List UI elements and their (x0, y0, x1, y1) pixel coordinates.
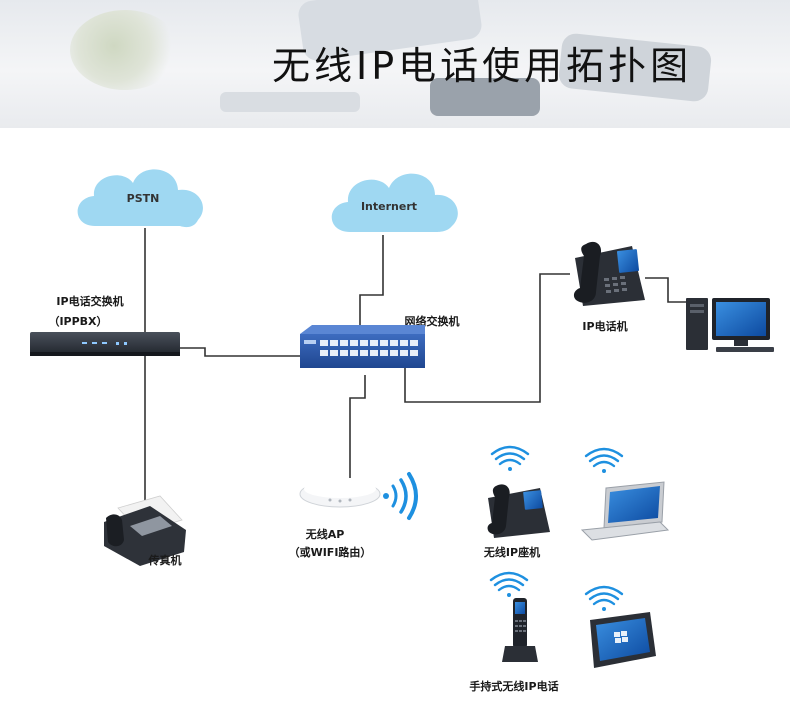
wifi-icon-dot (507, 593, 511, 597)
wireless-ap-label-line1: 无线AP (305, 527, 345, 541)
keyboard-icon (716, 347, 774, 352)
ippbx-label-line1: IP电话交换机 (56, 294, 123, 308)
keypad-icon (515, 620, 526, 632)
desktop-pc-device (686, 298, 774, 352)
fax-handset-icon (106, 514, 124, 547)
banner: 无线IP电话使用拓扑图 (0, 0, 790, 128)
switch-top-face (300, 325, 425, 334)
wifi-broadcast-dot (383, 493, 389, 499)
link-ippbx-switch (180, 347, 300, 357)
laptop-device (580, 447, 670, 541)
ap-led-icon (338, 499, 342, 503)
handheld-phone-device: 手持式无线IP电话 (469, 571, 559, 693)
fax-device: 传真机 (104, 495, 186, 567)
topology-diagram: PSTN Internert IP电话交换机 （IPPBX） 网络交换机 (30, 169, 774, 693)
ap-led-icon (328, 498, 332, 502)
handset-icon (573, 241, 602, 303)
wireless-ap-device: 无线AP （或WIFI路由） (289, 472, 418, 559)
handset-screen (515, 602, 525, 614)
banner-photo-shape (220, 92, 360, 112)
fax-panel (130, 516, 172, 536)
wifi-icon-dot (602, 469, 606, 473)
wifi-icon (489, 571, 529, 592)
ip-phone-device: IP电话机 (573, 241, 645, 333)
pbx-front-strip (30, 352, 180, 356)
charging-cradle (502, 646, 538, 662)
ap-top (304, 480, 376, 498)
banner-photo-shape (430, 78, 540, 116)
monitor-screen (716, 302, 766, 336)
laptop-base (580, 521, 670, 541)
network-switch-device: 网络交换机 (300, 314, 460, 368)
internet-label: Internert (361, 200, 417, 213)
tablet-device (584, 585, 656, 668)
page-title: 无线IP电话使用拓扑图 (272, 44, 693, 88)
connection-lines (144, 228, 686, 505)
handheld-phone-label: 手持式无线IP电话 (469, 679, 558, 693)
wireless-desk-phone-label: 无线IP座机 (483, 545, 540, 559)
wifi-icon-dot (508, 467, 512, 471)
wifi-icon (490, 445, 530, 466)
pstn-cloud: PSTN (77, 169, 203, 228)
phone-screen (617, 249, 639, 273)
link-switch-ipphone (404, 273, 570, 403)
pc-drive-slot (690, 304, 704, 307)
switch-logo (304, 340, 316, 344)
pstn-label: PSTN (127, 192, 160, 205)
switch-ports-icon (320, 340, 418, 356)
ippbx-label-line2: （IPPBX） (48, 315, 107, 328)
fax-label: 传真机 (148, 553, 182, 567)
network-switch-label: 网络交换机 (405, 314, 460, 328)
banner-photo-plant (70, 10, 180, 90)
wireless-ap-label-line2: （或WIFI路由） (289, 545, 372, 559)
cloud-icon (331, 173, 458, 232)
cloud-icon (77, 169, 203, 228)
ap-led-icon (348, 498, 352, 502)
keypad-icon (604, 276, 627, 293)
link-ipphone-pc (645, 277, 686, 303)
handset-icon (487, 484, 510, 535)
link-switch-ap (349, 375, 366, 478)
internet-cloud: Internert (331, 173, 458, 232)
wireless-desk-phone-device: 无线IP座机 (483, 445, 550, 559)
wifi-broadcast-icon (391, 472, 418, 520)
pc-drive-slot (690, 310, 704, 313)
wifi-icon (584, 447, 624, 468)
phone-screen (523, 490, 543, 510)
wifi-icon-dot (602, 607, 606, 611)
link-internet-switch (359, 235, 384, 325)
windows-logo-icon (614, 631, 628, 643)
ippbx-device: IP电话交换机 （IPPBX） (30, 294, 180, 356)
pbx-leds-icon (82, 342, 127, 345)
ip-phone-label: IP电话机 (582, 319, 627, 333)
monitor-stand (734, 340, 748, 346)
wifi-icon (584, 585, 624, 606)
laptop-screen (608, 486, 660, 523)
